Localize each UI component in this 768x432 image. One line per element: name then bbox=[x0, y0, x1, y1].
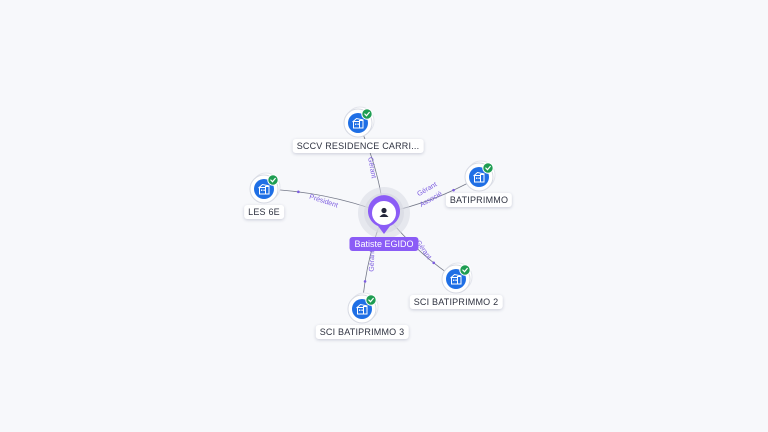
edge-label-sccv-0: Gérant bbox=[366, 157, 377, 179]
person-body bbox=[379, 214, 389, 217]
building-window bbox=[455, 279, 457, 281]
building-window bbox=[478, 177, 480, 179]
verified-check-icon bbox=[365, 294, 377, 306]
verified-check-icon bbox=[267, 174, 279, 186]
building-window bbox=[357, 123, 359, 125]
building-roof bbox=[473, 171, 485, 177]
verified-badge-bg bbox=[267, 174, 279, 186]
verified-badge-bg bbox=[482, 162, 494, 174]
verified-check-icon bbox=[482, 162, 494, 174]
edge-arrow-les6e bbox=[297, 190, 300, 194]
verified-badge-bg bbox=[459, 264, 471, 276]
building-roof bbox=[258, 183, 270, 189]
building-window bbox=[355, 123, 357, 125]
company-label-sci2[interactable]: SCI BATIPRIMMO 2 bbox=[409, 295, 503, 309]
verified-badge-bg bbox=[361, 108, 373, 120]
company-node-sccv[interactable] bbox=[343, 106, 375, 138]
company-node-sci2[interactable] bbox=[441, 262, 473, 294]
company-node-batiprimmo[interactable] bbox=[464, 160, 496, 192]
building-icon bbox=[356, 303, 368, 315]
company-label-sccv[interactable]: SCCV RESIDENCE CARRI... bbox=[292, 139, 424, 153]
verified-check-icon bbox=[361, 108, 373, 120]
building-tower bbox=[363, 306, 368, 315]
building-window bbox=[263, 189, 265, 191]
building-window bbox=[476, 177, 478, 179]
company-label-sci3[interactable]: SCI BATIPRIMMO 3 bbox=[315, 325, 409, 339]
edge-arrow-sci2 bbox=[432, 261, 436, 265]
building-icon bbox=[473, 171, 485, 183]
person-label[interactable]: Batiste EGIDO bbox=[349, 237, 419, 251]
building-window bbox=[453, 279, 455, 281]
building-tower bbox=[359, 120, 364, 129]
person-head bbox=[381, 207, 387, 214]
verified-check-icon bbox=[459, 264, 471, 276]
nodes-layer bbox=[249, 106, 496, 324]
check-mark bbox=[368, 297, 374, 303]
company-node-sci3[interactable] bbox=[347, 292, 379, 324]
building-window bbox=[359, 309, 361, 311]
person-icon bbox=[379, 207, 389, 217]
company-label-batiprimmo[interactable]: BATIPRIMMO bbox=[445, 193, 513, 207]
building-roof bbox=[356, 303, 368, 309]
edge-arrow-batiprimmo bbox=[452, 188, 455, 192]
check-mark bbox=[270, 177, 276, 183]
building-icon bbox=[450, 273, 462, 285]
company-node-les6e[interactable] bbox=[249, 172, 281, 204]
building-tower bbox=[480, 174, 485, 183]
building-icon bbox=[258, 183, 270, 195]
edge-label-sci3-0: Gérant bbox=[369, 250, 377, 272]
building-window bbox=[361, 309, 363, 311]
check-mark bbox=[462, 267, 468, 273]
edge-arrow-sci3 bbox=[363, 280, 367, 283]
building-roof bbox=[352, 117, 364, 123]
building-window bbox=[261, 189, 263, 191]
person-node[interactable] bbox=[358, 187, 410, 239]
check-mark bbox=[485, 165, 491, 171]
verified-badge-bg bbox=[365, 294, 377, 306]
building-tower bbox=[265, 186, 270, 195]
building-icon bbox=[352, 117, 364, 129]
building-roof bbox=[450, 273, 462, 279]
check-mark bbox=[364, 111, 370, 117]
company-label-les6e[interactable]: LES 6E bbox=[244, 205, 284, 219]
building-tower bbox=[457, 276, 462, 285]
